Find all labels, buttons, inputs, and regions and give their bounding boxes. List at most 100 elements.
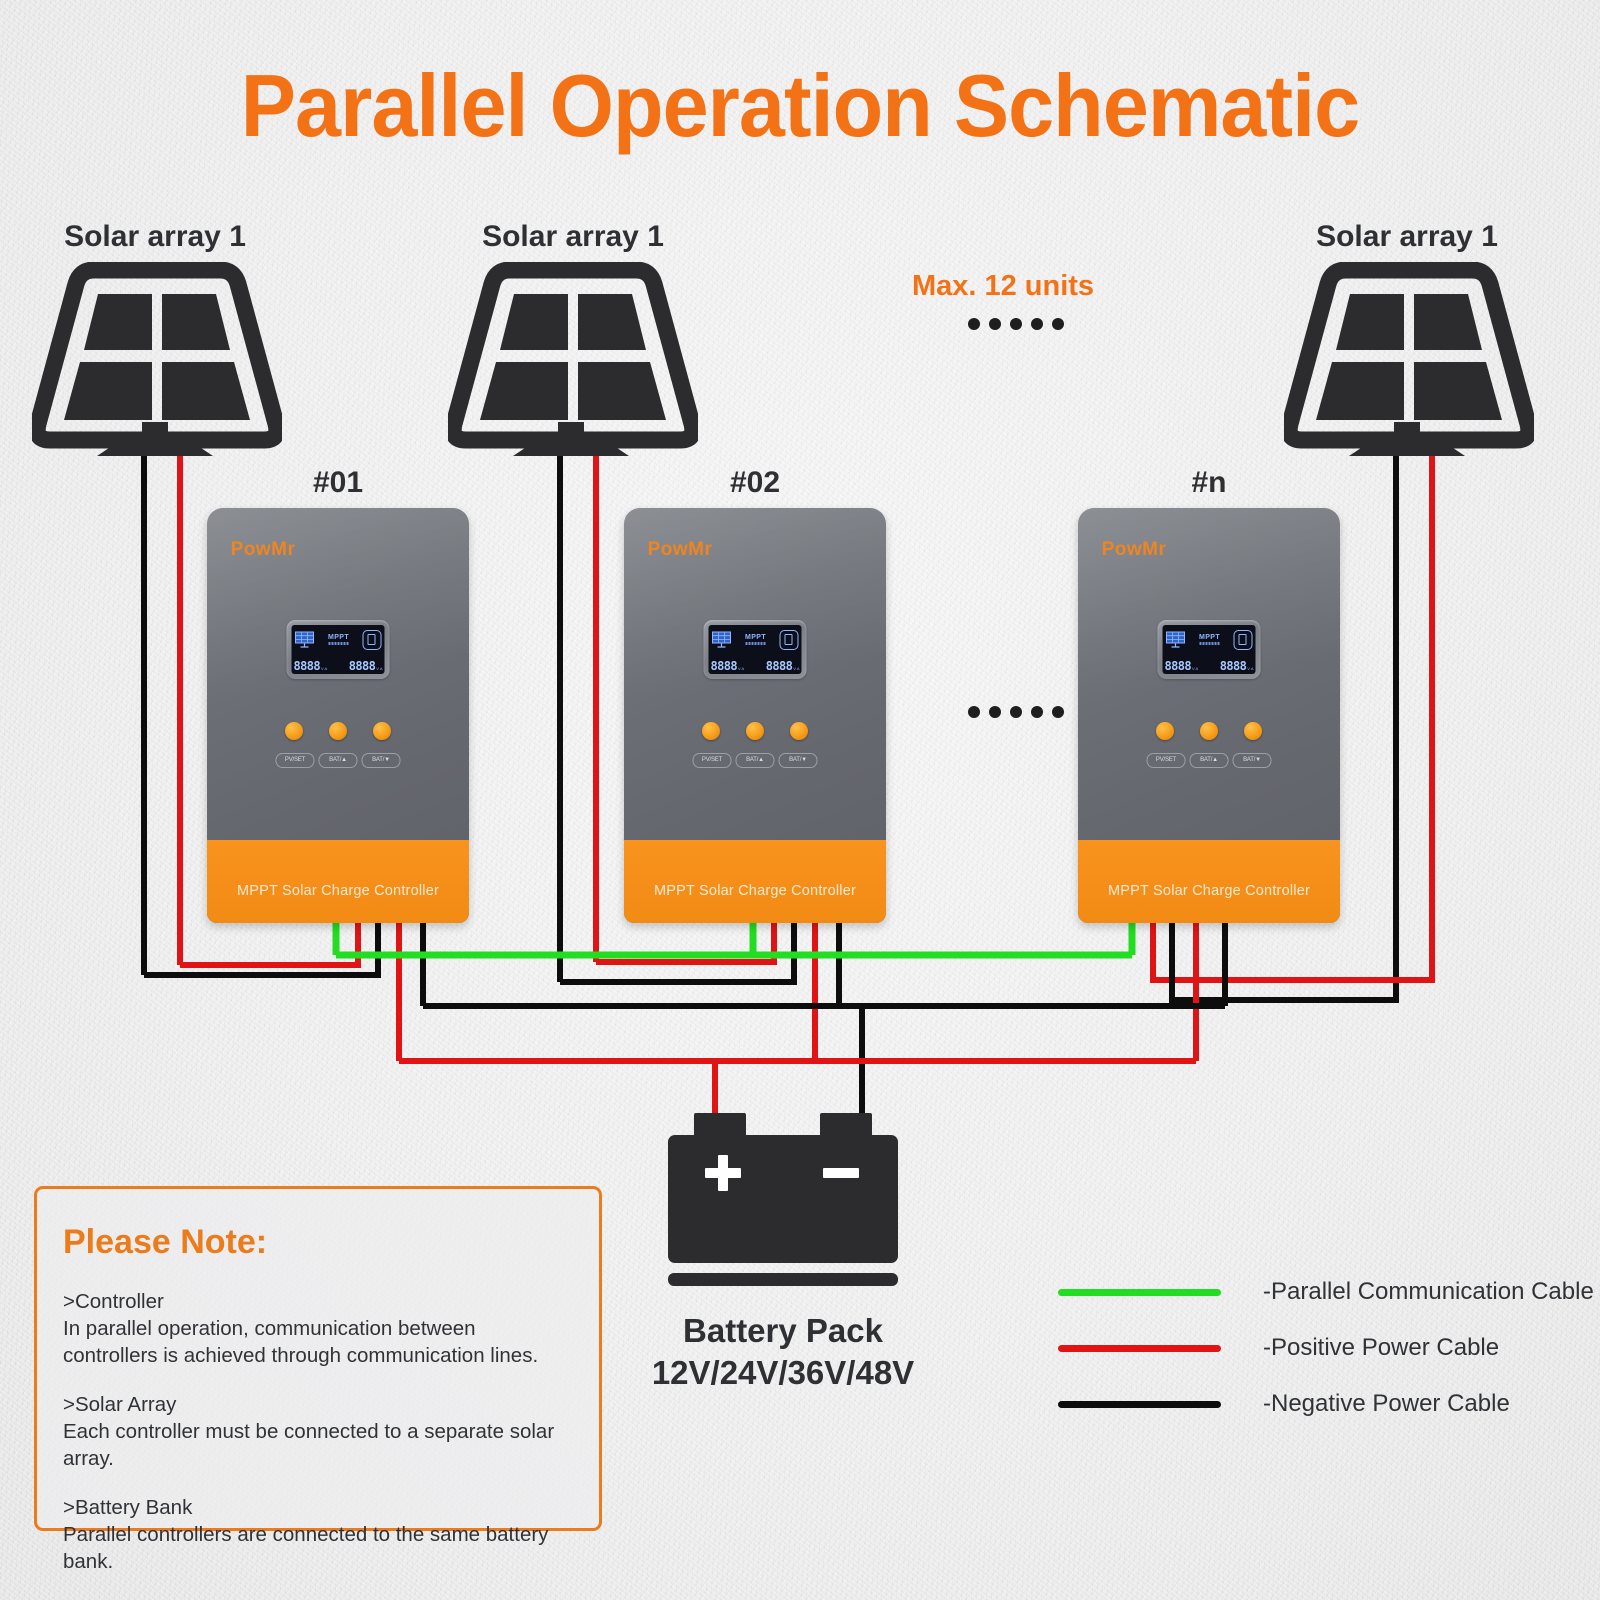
note-heading: >Controller — [63, 1290, 164, 1313]
lcd-right-value: 8888 — [765, 659, 793, 674]
solar-panel-stand — [95, 422, 215, 467]
lcd-screen: MPPT 8888 V A 8888 V A — [291, 625, 385, 675]
button-bat-up[interactable] — [746, 721, 764, 740]
page-title: Parallel Operation Schematic — [240, 56, 1360, 155]
lcd-bezel: MPPT 8888 V A 8888 V A — [1157, 620, 1261, 680]
controller-footer-label: MPPT Solar Charge Controller — [237, 882, 439, 899]
button-bat-down[interactable] — [373, 721, 391, 740]
solar-panel-icon — [448, 262, 698, 452]
button-label-pv-set: PV/SET — [692, 752, 732, 768]
controllers-ellipsis — [968, 706, 1064, 718]
note-body: Parallel controllers are connected to th… — [63, 1523, 549, 1574]
solar-panel-icon — [1166, 631, 1185, 648]
legend-row-positive: -Positive Power Cable — [1058, 1334, 1594, 1362]
legend-swatch-green — [1058, 1288, 1221, 1296]
lcd-left-units: V A — [1192, 666, 1199, 672]
lcd-progress-bar — [328, 642, 349, 646]
lcd-mppt-label: MPPT — [1198, 634, 1221, 642]
solar-panel-icon — [712, 631, 731, 648]
lcd-mppt-label: MPPT — [327, 634, 350, 642]
legend-row-comm: -Parallel Communication Cable — [1058, 1278, 1594, 1306]
controller-footer-label: MPPT Solar Charge Controller — [1108, 882, 1310, 899]
button-label-bat-down: BAT/▼ — [1232, 752, 1272, 768]
controller-1-label: #01 — [312, 466, 364, 499]
button-bat-up[interactable] — [329, 721, 347, 740]
lcd-right-units: V A — [376, 666, 383, 672]
battery-icon — [779, 629, 799, 650]
battery-pack-name: Battery Pack — [683, 1312, 883, 1349]
lcd-left-readout: 8888 V A — [294, 660, 328, 672]
button-bat-down[interactable] — [790, 721, 808, 740]
battery-icon — [1233, 629, 1253, 650]
solar-array-1-label: Solar array 1 — [64, 220, 246, 253]
lcd-right-units: V A — [793, 666, 800, 672]
cable-legend: -Parallel Communication Cable -Positive … — [1058, 1278, 1594, 1418]
solar-array-n-label: Solar array 1 — [1316, 220, 1498, 253]
please-note-box: Please Note: >Controller In parallel ope… — [34, 1186, 602, 1573]
controller-n-label: #n — [1191, 466, 1227, 499]
controller-footer-label: MPPT Solar Charge Controller — [654, 882, 856, 899]
control-buttons[interactable] — [285, 721, 391, 740]
max-units-label: Max. 12 units — [911, 270, 1095, 302]
button-pv-set[interactable] — [702, 721, 720, 740]
note-item-controller: >Controller In parallel operation, commu… — [63, 1288, 573, 1369]
control-buttons[interactable] — [702, 721, 808, 740]
control-button-labels: PV/SET BAT/▲ BAT/▼ — [692, 752, 818, 768]
note-item-solar-array: >Solar Array Each controller must be con… — [63, 1391, 573, 1472]
control-buttons[interactable] — [1156, 721, 1262, 740]
lcd-bezel: MPPT 8888 V A 8888 V A — [286, 620, 390, 680]
legend-swatch-red — [1058, 1344, 1221, 1352]
control-button-labels: PV/SET BAT/▲ BAT/▼ — [1146, 752, 1272, 768]
solar-panel-stand — [511, 422, 631, 467]
controller-unit-1[interactable]: PowMr MPPT — [207, 508, 469, 923]
legend-row-negative: -Negative Power Cable — [1058, 1390, 1594, 1418]
lcd-screen: MPPT 8888 V A 8888 V A — [708, 625, 802, 675]
button-label-pv-set: PV/SET — [275, 752, 315, 768]
note-body: Each controller must be connected to a s… — [63, 1420, 555, 1471]
controller-footer: MPPT Solar Charge Controller — [1078, 840, 1340, 923]
battery-pack-label: Battery Pack 12V/24V/36V/48V — [598, 1310, 968, 1394]
solar-panel-icon — [32, 262, 282, 452]
button-bat-down[interactable] — [1244, 721, 1262, 740]
legend-swatch-black — [1058, 1400, 1221, 1408]
lcd-progress-bar — [1199, 642, 1220, 646]
lcd-left-units: V A — [738, 666, 745, 672]
control-button-labels: PV/SET BAT/▲ BAT/▼ — [275, 752, 401, 768]
controller-footer: MPPT Solar Charge Controller — [207, 840, 469, 923]
button-label-bat-down: BAT/▼ — [361, 752, 401, 768]
note-heading: >Solar Array — [63, 1393, 177, 1417]
lcd-right-readout: 8888 V A — [1220, 660, 1254, 672]
battery-icon — [362, 629, 382, 650]
lcd-right-readout: 8888 V A — [766, 660, 800, 672]
lcd-bezel: MPPT 8888 V A 8888 V A — [703, 620, 807, 680]
lcd-mppt-label: MPPT — [744, 634, 767, 642]
lcd-right-value: 8888 — [1219, 659, 1247, 674]
button-pv-set[interactable] — [1156, 721, 1174, 740]
controller-unit-2[interactable]: PowMr MPPT — [624, 508, 886, 923]
lcd-left-value: 8888 — [293, 659, 321, 674]
button-label-pv-set: PV/SET — [1146, 752, 1186, 768]
note-title: Please Note: — [63, 1223, 268, 1261]
note-item-battery-bank: >Battery Bank Parallel controllers are c… — [63, 1494, 573, 1575]
powmr-logo: PowMr — [647, 539, 713, 561]
legend-label-positive: -Positive Power Cable — [1263, 1334, 1500, 1361]
controller-unit-n[interactable]: PowMr MPPT — [1078, 508, 1340, 923]
solar-array-2-label: Solar array 1 — [482, 220, 664, 253]
lcd-right-units: V A — [1247, 666, 1254, 672]
button-pv-set[interactable] — [285, 721, 303, 740]
button-bat-up[interactable] — [1200, 721, 1218, 740]
lcd-left-readout: 8888 V A — [1165, 660, 1199, 672]
button-label-bat-up: BAT/▲ — [735, 752, 775, 768]
controller-2-label: #02 — [729, 466, 781, 499]
button-label-bat-down: BAT/▼ — [778, 752, 818, 768]
controller-footer: MPPT Solar Charge Controller — [624, 840, 886, 923]
powmr-logo: PowMr — [230, 539, 296, 561]
solar-panel-icon — [1284, 262, 1534, 452]
note-body: In parallel operation, communication bet… — [63, 1317, 539, 1368]
lcd-screen: MPPT 8888 V A 8888 V A — [1162, 625, 1256, 675]
powmr-logo: PowMr — [1101, 539, 1167, 561]
solar-panel-icon — [295, 631, 314, 648]
lcd-left-value: 8888 — [710, 659, 738, 674]
button-label-bat-up: BAT/▲ — [1189, 752, 1229, 768]
